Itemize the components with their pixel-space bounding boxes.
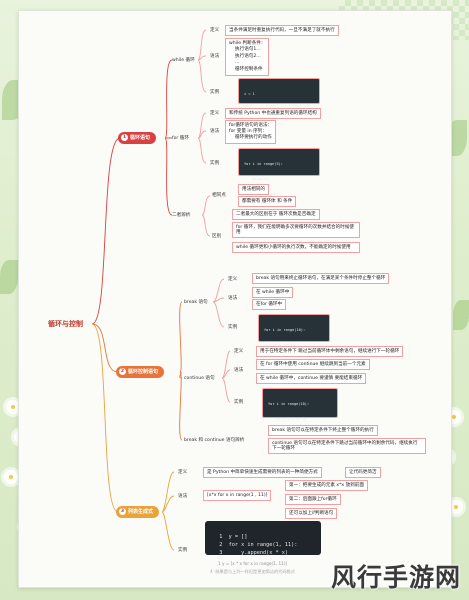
watermark-logo: 风行手游网 [330,563,461,592]
diff-point: for 循环，我们在能明确多次要循环的次数并结合的时候使用 [232,222,360,239]
hub-number: 3 [119,508,126,515]
break-def-label: 定义 [228,277,238,282]
syntax-line: 执行语句2… [235,53,261,59]
while-code-block: i = 1 while i <= 5: print('hello') i += … [238,78,320,141]
code-line: for i in range(10): [264,328,306,332]
while-syntax: while 判断条件： 执行语句1… 执行语句2… … 循环控制条件 [225,38,270,76]
code-line: for i in range(5): [244,162,283,166]
code-line: if i == 5: [264,343,295,347]
for-code-block: for i in range(5): print(i) for s in 'he… [238,148,320,211]
comprehension-def-label: 定义 [178,470,188,475]
for-loop-title: for 循环 [172,136,189,141]
comprehension-step: 第一：把要生成的元素 x*x 放到前面 [285,480,368,491]
syntax-line: for 变量 in 序列： [229,128,267,134]
same-points-label: 相同点 [212,193,226,198]
while-example-label: 实例 [210,90,220,95]
diff-point: 二者最大的区别在于 循环次数是否确定 [232,209,320,220]
compare-title: 二者辨析 [172,213,191,218]
hub-label: 列表生成式 [128,509,154,515]
code-line: print(i) [244,177,270,181]
continue-syntax-item: 在 for 循环中使用 continue 继续跳到当前一个元素 [256,359,370,370]
break-continue-diff-item: continue 语句可以在特定条件下跳过当前循环中的剩余代码，继续执行下一轮循… [268,438,426,455]
hub-number: 1 [121,134,128,141]
comprehension-example-label: 实例 [178,548,188,553]
continue-def-label: 定义 [234,349,244,354]
comprehension-code-block: 1 y = [] 2 for x in range(1, 11): 3 y.ap… [205,521,321,556]
break-syntax-label: 语法 [228,296,238,301]
comprehension-syntax-label: 语法 [178,494,188,499]
code-line: 3 y.append(x * x) [219,550,288,556]
break-continue-diff-item: break 语句可以在特定条件下终止整个循环的执行 [268,425,378,436]
continue-syntax-label: 语法 [234,368,244,373]
for-definition: 和传统 Python 中也通重复列语的循环结构 [225,108,321,119]
root-topic: 循环与控制 [48,320,83,328]
break-code-block: for i in range(10): if i == 5: break pri… [258,314,330,377]
diff-item-text: continue 语句可以在特定条件下跳过当前循环中的剩余代码，继续执行下一轮循… [272,440,418,452]
code-line: for i in range(10): [268,402,310,406]
syntax-line: 循环要执行的动作 [235,135,272,141]
leaf-decoration [447,120,467,156]
comprehension-faded-code: 1 y = [x * x for x in range(1, 11)] [218,561,288,566]
leaf-decoration [0,260,18,294]
break-title: break 语句 [184,300,208,305]
comprehension-definition: 是 Python 中简单快速生成需要的列表的一种简便方式 [203,467,322,478]
code-line: 2 for x in range(1, 11): [219,542,298,548]
syntax-line: 循环控制条件 [235,66,263,72]
break-example-label: 实例 [228,325,238,330]
comprehension-faded-note: 4 ·结果是与上列一样但是更加简洁的代码格式 [210,569,295,574]
while-definition: 当条件满足时重复执行代码，一旦不满足了就不执行 [225,25,339,36]
syntax-line: for循环语句的语法： [229,122,273,128]
code-line: 1 y = [] [219,534,248,540]
flower-decoration [449,500,463,514]
comprehension-step: 还可以加上if判断语句 [285,508,338,519]
for-syntax-label: 语法 [210,129,220,134]
diff-point-text: while 循环更和小循环的执行次数，不能确定的时候使用 [236,244,351,250]
diff-point: while 循环更和小循环的执行次数，不能确定的时候使用 [232,242,360,253]
continue-code-block: for i in range(10): if i % 2 == 0: conti… [262,388,338,451]
for-syntax: for循环语句的语法： for 变量 in 序列： 循环要执行的动作 [225,120,277,145]
syntax-line: while 判断条件： [229,40,266,46]
continue-definition: 用于在特定条件下 跳过当前循环体中剩余语句，继续进行下一轮循环 [256,346,404,357]
for-def-label: 定义 [210,111,220,116]
while-syntax-label: 语法 [210,54,220,59]
for-example-label: 实例 [210,161,220,166]
continue-example-label: 实例 [234,400,244,405]
hub-label: 循环控制语句 [128,369,159,375]
comprehension-step: 第二：后面跟上for循环 [285,494,341,505]
hub-number: 2 [119,368,126,375]
break-syntax-item: 在for 循环中 [252,299,287,310]
flower-decoration [4,470,18,484]
diff-label: 区别 [212,234,222,239]
same-point: 都需要有 循环体 和 条件 [238,196,297,207]
continue-title: continue 语句 [184,376,215,381]
code-line: i = 1 [244,92,255,96]
flower-decoration [6,400,20,414]
break-definition: break 语句用来终止循环语句，在满足某个条件时停止整个循环 [252,273,390,284]
hub-label: 循环语句 [130,135,151,141]
same-point: 用法相同的 [238,184,269,195]
comprehension-syntax: [x*x for x in range(1 , 11)] [203,490,272,501]
comprehension-def-note: 让代码更简洁 [345,467,381,478]
diff-point-text: for 循环，我们在能明确多次要循环的次数并结合的时候使用 [236,224,355,236]
break-continue-diff-title: break 和 continue 语句辨析 [184,438,245,443]
break-syntax-item: 在 while 循环中 [252,287,294,298]
while-loop-title: while 循环 [172,58,195,63]
syntax-line: 执行语句1… [235,47,261,53]
while-def-label: 定义 [210,28,220,33]
code-line: if i % 2 == 0: [268,417,307,421]
syntax-line: … [235,60,240,66]
leaf-decoration [453,300,469,330]
continue-syntax-item: 在 while 循环中，continue 要谨慎 要能结束循环 [256,373,367,384]
